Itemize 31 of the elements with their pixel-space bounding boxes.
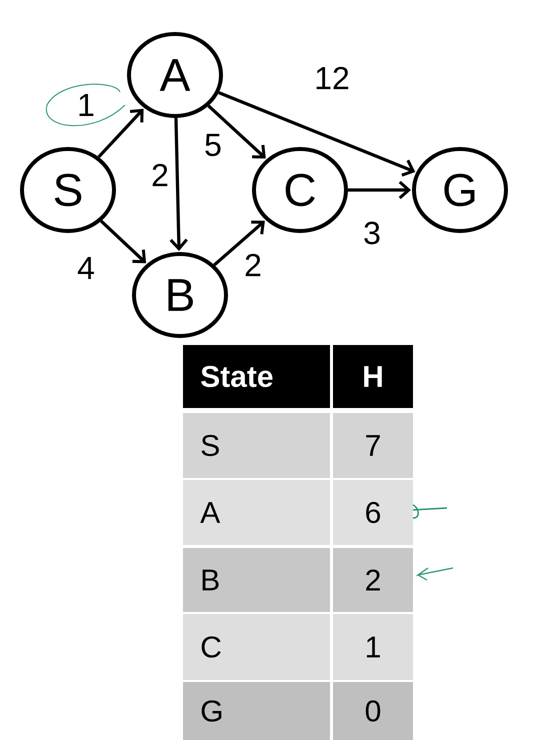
table-cell: 0 [333,682,413,740]
state-node: B [132,252,228,338]
edge-label: 5 [203,132,223,158]
arrow [100,220,146,264]
arrow [98,108,144,158]
state-node: C [252,147,348,233]
edge-label: 1 [76,93,96,117]
table-cell: A [183,480,330,545]
table-header-cell: H [333,345,413,408]
arrow [213,220,265,266]
table-cell: 1 [333,614,413,680]
arrow [170,118,188,252]
table-cell: 7 [333,413,413,478]
table-header-cell: State [183,345,330,408]
edge-label: 12 [313,66,351,90]
state-node: A [127,32,223,118]
table-cell: 6 [333,480,413,545]
state-node: G [412,147,508,233]
table-cell: G [183,682,330,740]
table-cell: C [183,614,330,680]
table-cell: B [183,548,330,612]
edge-label: 2 [150,162,170,188]
arrow [218,91,416,177]
arrow [207,104,266,159]
state-node: S [20,147,116,233]
edge-label: 3 [362,220,382,246]
arrow [348,180,411,200]
edge-label: 2 [243,252,263,278]
table-cell: 2 [333,548,413,612]
edge-label: 4 [76,256,96,280]
table-cell: S [183,413,330,478]
